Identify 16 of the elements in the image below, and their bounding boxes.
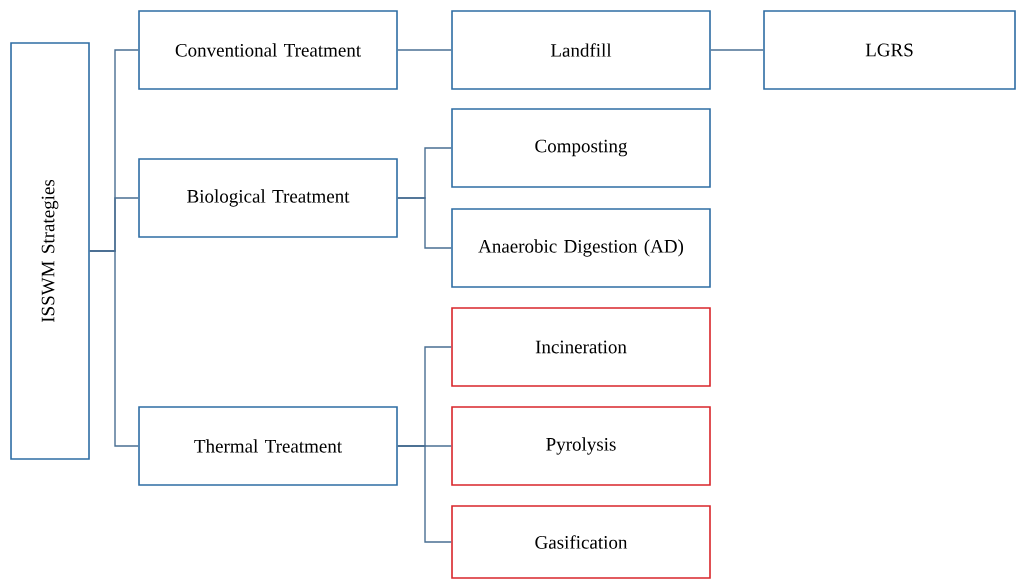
connector-line xyxy=(710,49,764,51)
process-box: ISSWM Strategies xyxy=(10,42,90,460)
process-box: LGRS xyxy=(763,10,1016,90)
process-box: Pyrolysis xyxy=(451,406,711,486)
process-box: Conventional Treatment xyxy=(138,10,398,90)
connector-line xyxy=(397,197,452,249)
process-box: Anaerobic Digestion (AD) xyxy=(451,208,711,288)
process-box: Composting xyxy=(451,108,711,188)
connector-line xyxy=(397,445,452,543)
process-box: Biological Treatment xyxy=(138,158,398,238)
connector-line xyxy=(397,49,452,51)
process-box: Landfill xyxy=(451,10,711,90)
process-box: Thermal Treatment xyxy=(138,406,398,486)
connector-line xyxy=(89,250,139,447)
process-box: Gasification xyxy=(451,505,711,579)
process-box: Incineration xyxy=(451,307,711,387)
